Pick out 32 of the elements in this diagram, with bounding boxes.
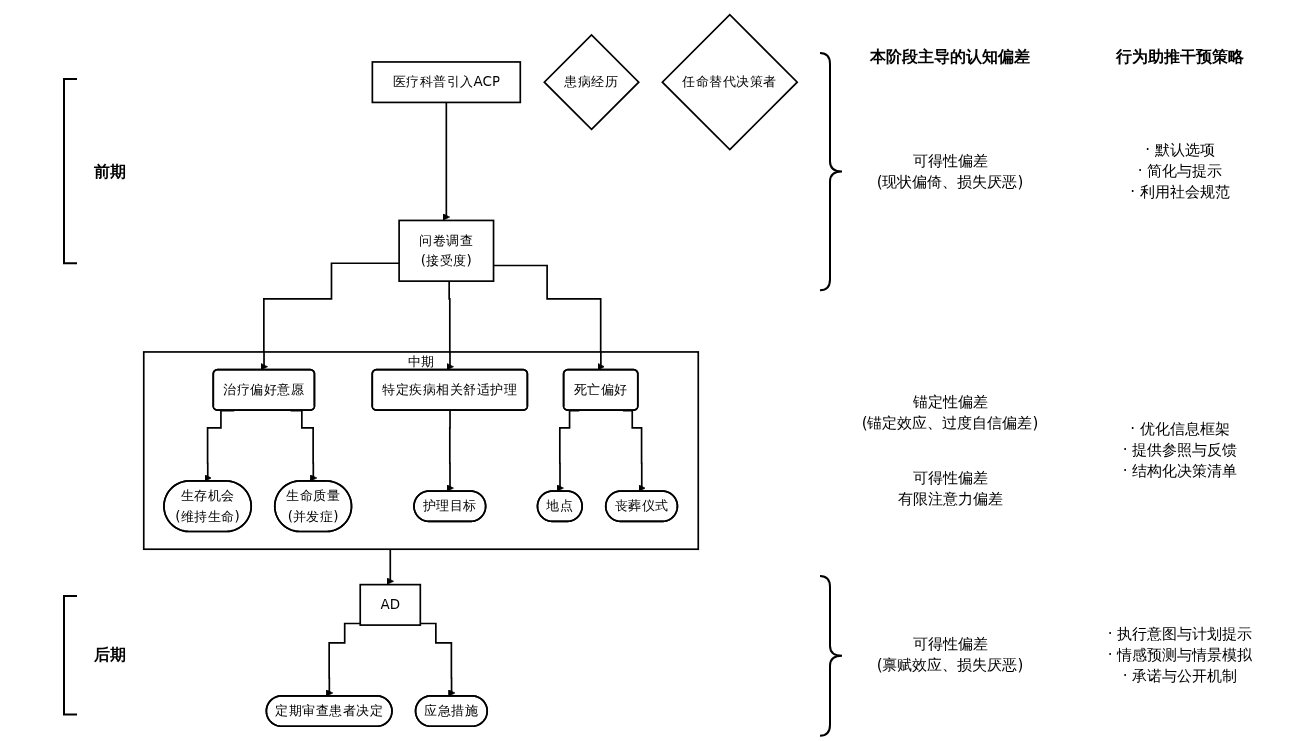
arrow <box>442 101 450 221</box>
bias-text: (现状偏倚、损失厌恶) <box>876 172 1024 191</box>
node-box: AD <box>358 583 421 626</box>
stage-label: 后期 <box>94 645 126 665</box>
column-heading: 本阶段主导的认知偏差 <box>870 47 1030 66</box>
bias-text: 有限注意力偏差 <box>897 489 1003 508</box>
column-heading: 行为助推干预策略 <box>1116 47 1244 66</box>
strategy-item: · 利用社会规范 <box>1130 183 1230 202</box>
bias-text: 锚定性偏差 <box>912 392 988 411</box>
stage-label: 前期 <box>94 161 126 181</box>
bias-text: (锚定效应、过度自信偏差) <box>861 413 1039 432</box>
arrow <box>446 409 454 492</box>
node-box: 医疗科普引入ACP <box>371 61 521 104</box>
node-diamond: 患病经历 <box>542 33 640 131</box>
strategy-item: · 默认选项 <box>1145 141 1215 160</box>
node-diamond: 任命替代决策者 <box>660 13 798 151</box>
strategy-item: · 简化与提示 <box>1137 162 1223 181</box>
arrow <box>325 622 361 697</box>
strategy-item: · 结构化决策清单 <box>1122 462 1238 481</box>
bias-text: 可得性偏差 <box>912 635 988 654</box>
bias-text: 可得性偏差 <box>912 468 988 487</box>
arrow <box>445 280 454 371</box>
arrow <box>386 548 394 585</box>
arrow <box>419 622 455 697</box>
strategy-item: · 执行意图与计划提示 <box>1107 624 1253 643</box>
bias-text: (禀赋效应、损失厌恶) <box>876 656 1024 675</box>
bias-text: 可得性偏差 <box>912 151 988 170</box>
strategy-item: · 优化信息框架 <box>1130 420 1230 439</box>
strategy-item: · 情感预测与情景模拟 <box>1107 645 1253 664</box>
strategy-item: · 提供参照与反馈 <box>1122 441 1238 460</box>
strategy-item: · 承诺与公开机制 <box>1122 666 1238 685</box>
node-box: 问卷调查 (接受度) <box>397 219 494 282</box>
